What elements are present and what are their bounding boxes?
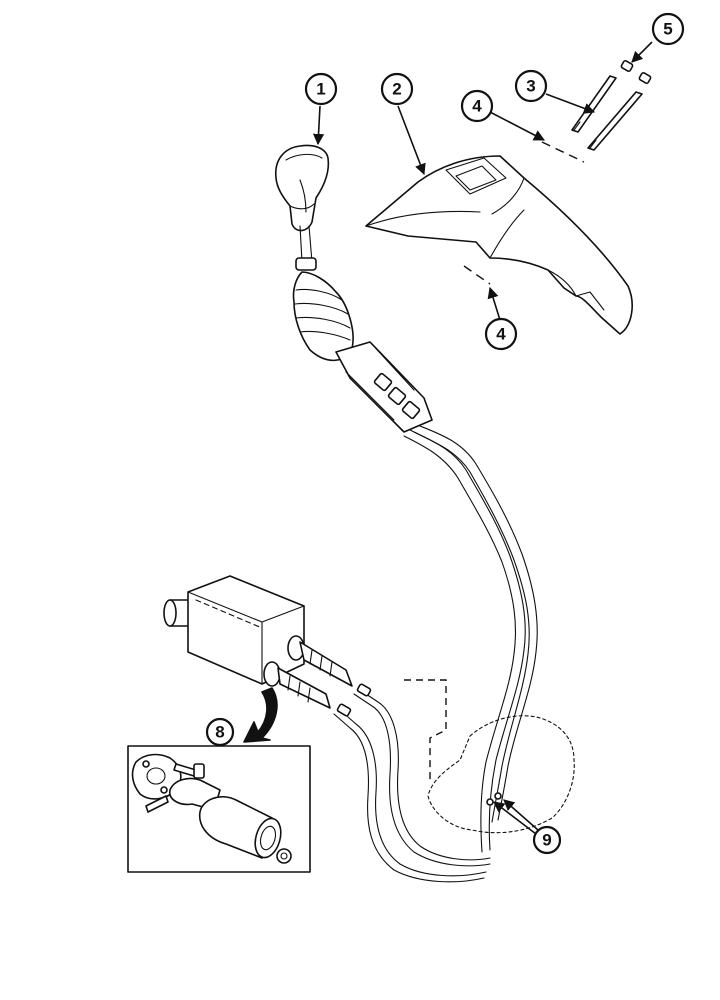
callout-3: 3	[514, 69, 548, 103]
callout-5: 5	[651, 12, 685, 46]
joystick-lever	[275, 144, 433, 433]
valve-block	[163, 575, 491, 883]
callout-9-label: 9	[542, 831, 551, 850]
console-cover	[365, 155, 633, 335]
callout-8: 8	[205, 717, 235, 747]
callout-3-label: 3	[526, 77, 535, 96]
callout-1-label: 1	[316, 80, 325, 99]
callout-1: 1	[304, 72, 338, 106]
callout-9: 9	[532, 825, 562, 855]
callout-4-upper-label: 4	[472, 97, 482, 116]
mounting-studs	[571, 75, 643, 151]
mounting-nuts	[620, 59, 652, 85]
callout-5-label: 5	[663, 20, 672, 39]
detail-inset	[127, 745, 311, 873]
hydraulic-lines	[403, 425, 538, 853]
detail-arrow	[243, 687, 278, 743]
callout-4-upper: 4	[460, 89, 494, 123]
callout-4-lower-label: 4	[496, 325, 506, 344]
mounting-panel	[404, 679, 575, 834]
callout-8-label: 8	[215, 723, 224, 742]
callout-4-lower: 4	[484, 317, 518, 351]
spacer-lines	[463, 141, 585, 285]
callout-2-label: 2	[392, 80, 401, 99]
callout-2: 2	[380, 72, 414, 106]
